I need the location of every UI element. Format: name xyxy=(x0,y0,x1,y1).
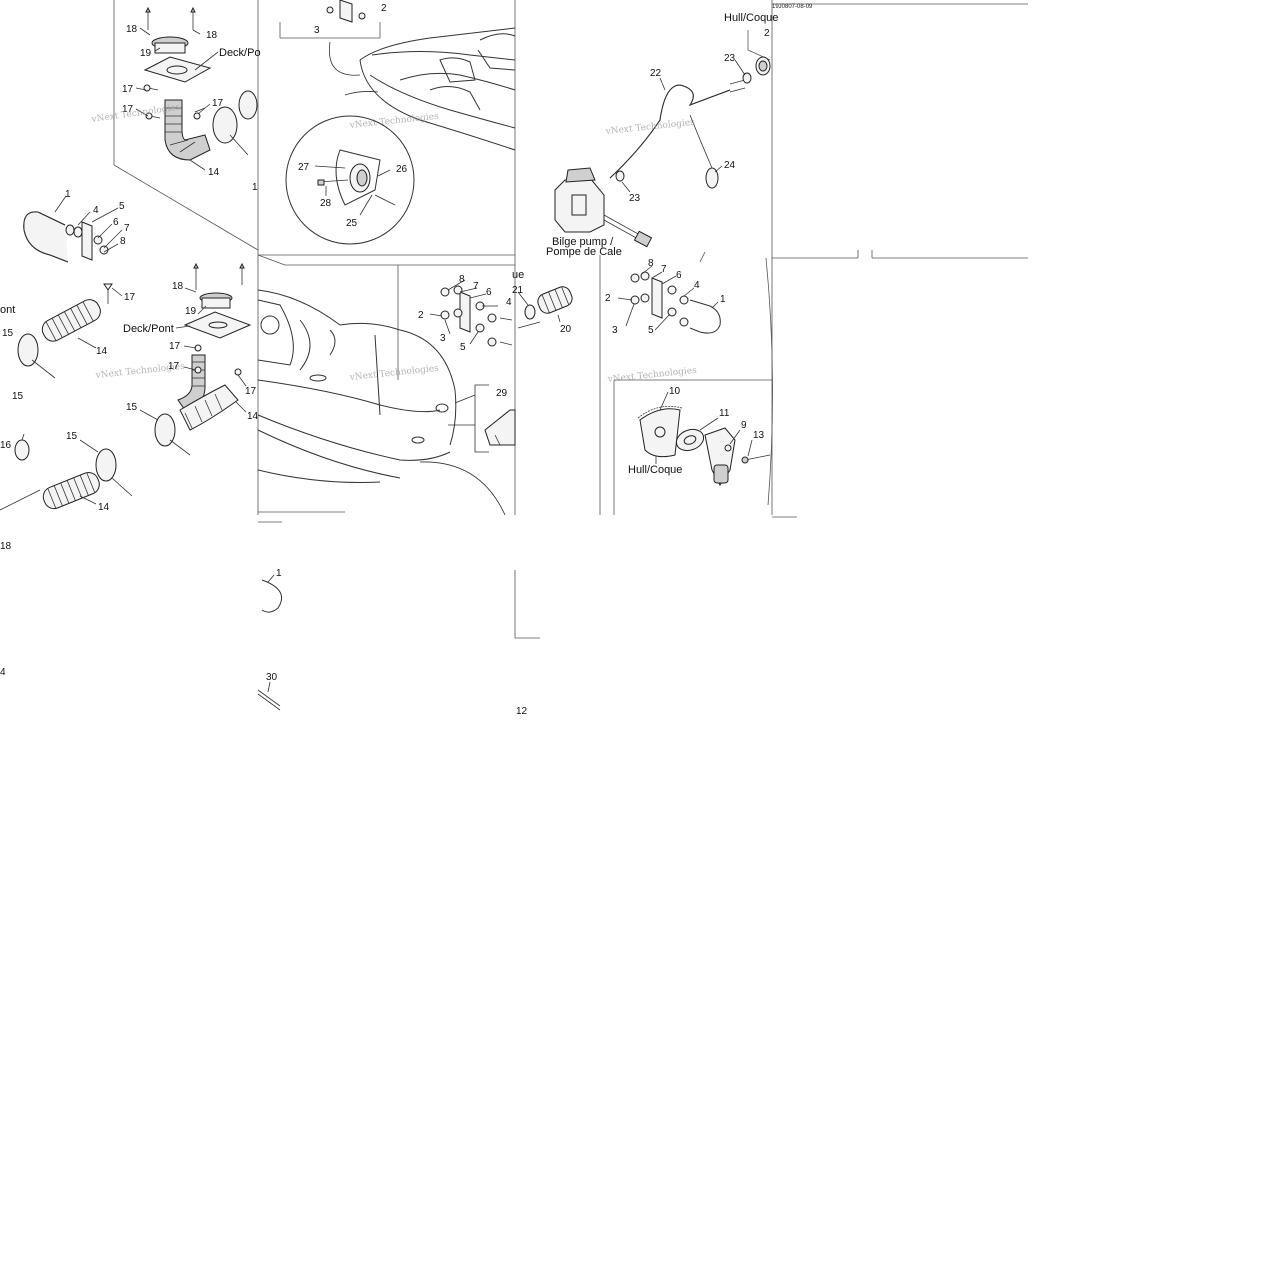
callout-8: 8 xyxy=(120,236,126,247)
callout-6: 6 xyxy=(676,270,682,281)
callout-18: 18 xyxy=(172,281,184,292)
callout-14: 14 xyxy=(96,346,108,357)
bilge-pump-assembly: 22 23 23 24 Bilge pump / Pompe de Cale H… xyxy=(546,12,778,258)
label-ue-fragment: ue xyxy=(512,269,524,281)
callout-18: 18 xyxy=(0,541,12,552)
bottom-fragments: 1 30 12 4 xyxy=(0,568,528,717)
callout-4: 4 xyxy=(93,205,99,216)
label-pompe-de-cale: Pompe de Cale xyxy=(546,246,622,258)
callout-2: 2 xyxy=(764,28,770,39)
callout-9: 9 xyxy=(741,420,747,431)
callout-15: 15 xyxy=(66,431,78,442)
reference-code: 19J0807-08-09 xyxy=(772,4,813,10)
callout-3: 3 xyxy=(440,333,446,344)
callout-12: 12 xyxy=(516,706,528,717)
bracket-assembly-center: 8 7 6 4 2 3 5 21 ue 20 xyxy=(418,269,573,353)
watermark: vNext Technologies xyxy=(348,364,439,383)
callout-21: 21 xyxy=(512,285,524,296)
callout-20: 20 xyxy=(560,324,572,335)
callout-30: 30 xyxy=(266,672,278,683)
callout-27: 27 xyxy=(298,162,310,173)
callout-3: 3 xyxy=(612,325,618,336)
detail-circle-bow-eye: 27 26 28 25 xyxy=(285,115,415,245)
callout-25: 25 xyxy=(346,218,358,229)
callout-17: 17 xyxy=(212,98,224,109)
callout-14: 14 xyxy=(208,167,220,178)
callout-15: 15 xyxy=(126,402,138,413)
callout-6: 6 xyxy=(486,287,492,298)
diagram-frame-lines xyxy=(113,0,1028,639)
callout-5: 5 xyxy=(648,325,654,336)
callout-19: 19 xyxy=(185,306,197,317)
callout-18: 18 xyxy=(206,30,218,41)
callout-15: 15 xyxy=(2,328,14,339)
callout-23: 23 xyxy=(724,53,736,64)
callout-14: 14 xyxy=(247,411,259,422)
callout-18: 18 xyxy=(126,24,138,35)
callout-14: 14 xyxy=(98,502,110,513)
callout-13: 13 xyxy=(753,430,765,441)
callout-15: 15 xyxy=(12,391,24,402)
callout-1: 1 xyxy=(276,568,282,579)
watermark: vNext Technologies xyxy=(606,366,697,385)
callout-24: 24 xyxy=(724,160,736,171)
label-pont-fragment: ont xyxy=(0,304,15,316)
callout-5: 5 xyxy=(460,342,466,353)
label-hull-coque: Hull/Coque xyxy=(724,12,778,24)
drain-plug-assembly: 10 11 9 13 Hull/Coque vNext Technologies xyxy=(606,366,771,486)
boat-bow-view: 3 2 vNext Technologies xyxy=(314,0,516,151)
callout-7: 7 xyxy=(124,223,130,234)
label-deck-pont: Deck/Pont xyxy=(123,323,174,335)
callout-4: 4 xyxy=(0,667,6,678)
callout-17: 17 xyxy=(124,292,136,303)
callout-29: 29 xyxy=(496,388,508,399)
callout-7: 7 xyxy=(661,264,667,275)
callout-1: 1 xyxy=(65,189,71,200)
label-bilge-pump: Bilge pump / xyxy=(552,236,614,248)
u-bolt-assembly-left: 1 4 5 6 7 8 xyxy=(23,189,130,263)
bracket-29: 29 xyxy=(474,384,516,453)
callout-17: 17 xyxy=(168,361,180,372)
label-deck-pont: Deck/Po xyxy=(219,47,261,59)
watermark: vNext Technologies xyxy=(348,112,439,131)
callout-22: 22 xyxy=(650,68,662,79)
callout-17: 17 xyxy=(122,104,134,115)
callout-1: 1 xyxy=(720,294,726,305)
callout-10: 10 xyxy=(669,386,681,397)
callout-1: 1 xyxy=(252,182,258,193)
callout-4: 4 xyxy=(694,280,700,291)
callout-3: 3 xyxy=(314,25,320,36)
callout-4: 4 xyxy=(506,297,512,308)
callout-28: 28 xyxy=(320,198,332,209)
callout-23: 23 xyxy=(629,193,641,204)
callout-17: 17 xyxy=(245,386,257,397)
label-hull-coque: Hull/Coque xyxy=(628,464,682,476)
callout-16: 16 xyxy=(0,440,12,451)
u-bolt-assembly-right: 8 7 6 4 1 2 3 5 xyxy=(605,258,726,336)
callout-7: 7 xyxy=(473,281,479,292)
callout-8: 8 xyxy=(459,274,465,285)
callout-8: 8 xyxy=(648,258,654,269)
deck-vent-assembly-top: 18 18 19 Deck/Po 17 17 17 14 1 vNext Tec… xyxy=(90,6,261,193)
callout-26: 26 xyxy=(396,164,408,175)
callout-6: 6 xyxy=(113,217,119,228)
callout-17: 17 xyxy=(169,341,181,352)
callout-2: 2 xyxy=(381,3,387,14)
callout-5: 5 xyxy=(119,201,125,212)
deck-vent-assembly-middle: 18 19 Deck/Pont 17 17 17 15 14 xyxy=(123,262,259,456)
callout-17: 17 xyxy=(122,84,134,95)
callout-11: 11 xyxy=(719,408,730,419)
callout-2: 2 xyxy=(418,310,424,321)
callout-19: 19 xyxy=(140,48,152,59)
callout-2: 2 xyxy=(605,293,611,304)
